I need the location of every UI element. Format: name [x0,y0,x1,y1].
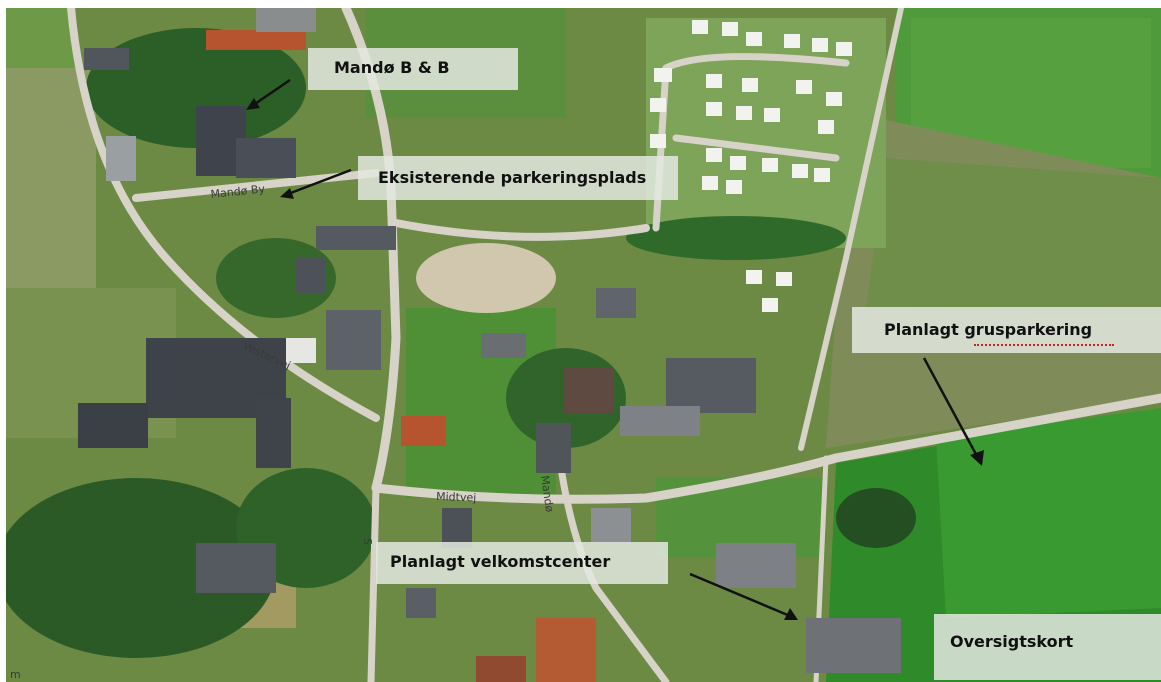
road-west-curve [67,8,380,422]
aerial-map[interactable]: Mandø By Vestervej Midtvej Mandø S m [6,8,1161,682]
arrow-welcome-center [689,572,791,618]
building-welcome-site [591,508,631,543]
field-east-grass [866,158,1161,318]
building-north-gray [256,8,316,32]
arrow-bnb-head [246,98,260,110]
building-south-3 [716,543,796,588]
label-box-overview [934,614,1161,680]
annotation-arrows [246,78,984,620]
building-town-2 [296,258,326,294]
arrow-parking-existing [287,168,352,196]
road-label-midtvej: Midtvej [436,490,477,504]
building-school-west [78,403,148,448]
buildings [78,8,901,682]
label-gravel-parking: Planlagt grusparkering [884,320,1093,339]
trees-east-grove [836,488,916,548]
sand-lot [416,243,556,313]
label-welcome-center: Planlagt velkomstcenter [390,552,611,571]
arrow-welcome-center-head [784,608,798,620]
trees-north [86,28,306,148]
building-east-farm [666,358,756,413]
building-east-farm-2 [620,406,700,436]
road-town-loop [392,219,650,241]
arrow-gravel-parking [922,357,980,459]
trees-southwest [6,478,276,658]
building-south-4 [806,618,901,673]
road-midtvej [371,393,1161,504]
label-bnb: Mandø B & B [334,58,450,77]
field-southeast-light [936,408,1161,618]
arrow-parking-existing-head [280,188,294,199]
label-box-parking-existing [358,156,678,200]
field-west [6,68,96,298]
road-east-vertical [798,8,904,451]
building-school-south [256,398,291,468]
building-bnb-wing [236,138,296,178]
spellcheck-underline [974,342,1114,346]
building-south-red [536,618,596,682]
building-near-parking [596,288,636,318]
building-south-1 [196,543,276,593]
building-south-6 [406,588,436,618]
building-south-2 [442,508,472,548]
label-box-bnb [308,48,518,90]
building-north-red [206,30,306,50]
building-west-long [106,136,136,181]
building-south-5 [476,656,526,682]
arrow-gravel-parking-head [970,450,984,466]
arrow-bnb [251,78,291,108]
campsite-cabins [650,20,852,312]
building-center-2 [564,368,614,413]
label-box-welcome-center [376,542,668,584]
road-label-mando: Mandø [538,475,556,514]
scale-mark: m [10,668,21,681]
building-nw [84,48,129,70]
road-label-mando-by: Mandø By [210,182,266,201]
building-town-3 [326,310,381,370]
label-overview: Oversigtskort [950,632,1074,651]
label-parking-existing: Eksisterende parkeringsplads [378,168,647,187]
building-center-3 [536,423,571,473]
road-label-south: S [361,538,374,545]
road-south [367,484,380,682]
building-town-1 [316,226,396,250]
building-center-1 [481,333,526,358]
trees-campsite-row [626,216,846,260]
field-northwest [6,8,76,68]
road-mando-by [132,169,380,202]
building-red-center [401,416,446,446]
